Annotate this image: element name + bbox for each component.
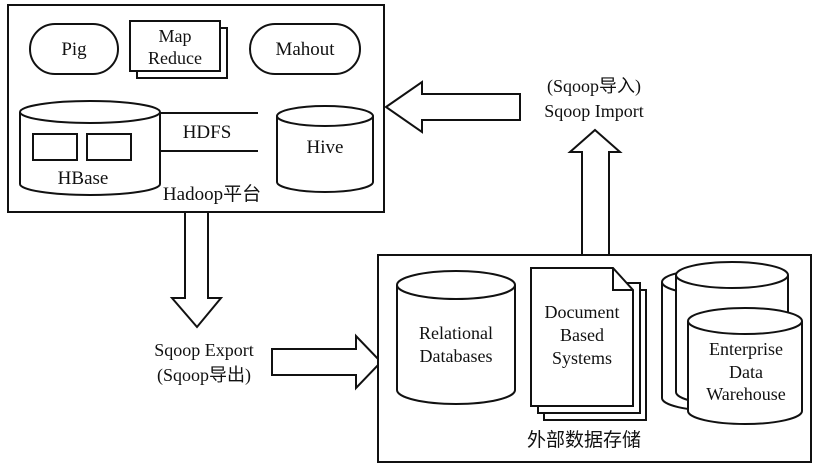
document-label-2: Based [560,325,604,345]
export-label-2: (Sqoop导出) [157,365,251,386]
mahout-node [249,23,361,75]
import-label-2: Sqoop Import [544,101,644,121]
hbase-region-right [86,133,132,161]
hbase-region-left [32,133,78,161]
relational-db-cylinder [396,270,516,405]
import-arrow-up [567,128,623,256]
export-arrow-down [169,211,224,329]
hive-cylinder [276,105,374,193]
document-label-3: Systems [552,348,612,368]
edw-label-2: Data [729,362,763,382]
edw-cylinder-front [687,307,803,425]
mapreduce-label-2: Reduce [148,48,202,68]
pig-node [29,23,119,75]
import-arrow-left [384,80,521,134]
export-label-1: Sqoop Export [154,340,254,360]
hbase-cylinder [19,100,161,196]
hbase-label: HBase [58,168,109,189]
hadoop-platform-label: Hadoop平台 [163,183,261,205]
mapreduce-label-1: Map [159,26,192,46]
mapreduce-node [129,20,221,72]
hive-label: Hive [307,137,344,158]
import-label-1: (Sqoop导入) [547,76,641,97]
edw-label-1: Enterprise [709,339,783,359]
pig-label: Pig [61,39,87,60]
document-label-1: Document [545,302,620,322]
external-storage-label: 外部数据存储 [527,429,641,451]
document-stack [530,267,647,421]
mahout-label: Mahout [275,39,335,60]
hdfs-label: HDFS [183,122,232,143]
relational-label-2: Databases [420,346,493,366]
edw-label-3: Warehouse [706,384,786,404]
export-arrow-right [271,333,383,391]
relational-label-1: Relational [419,323,493,343]
